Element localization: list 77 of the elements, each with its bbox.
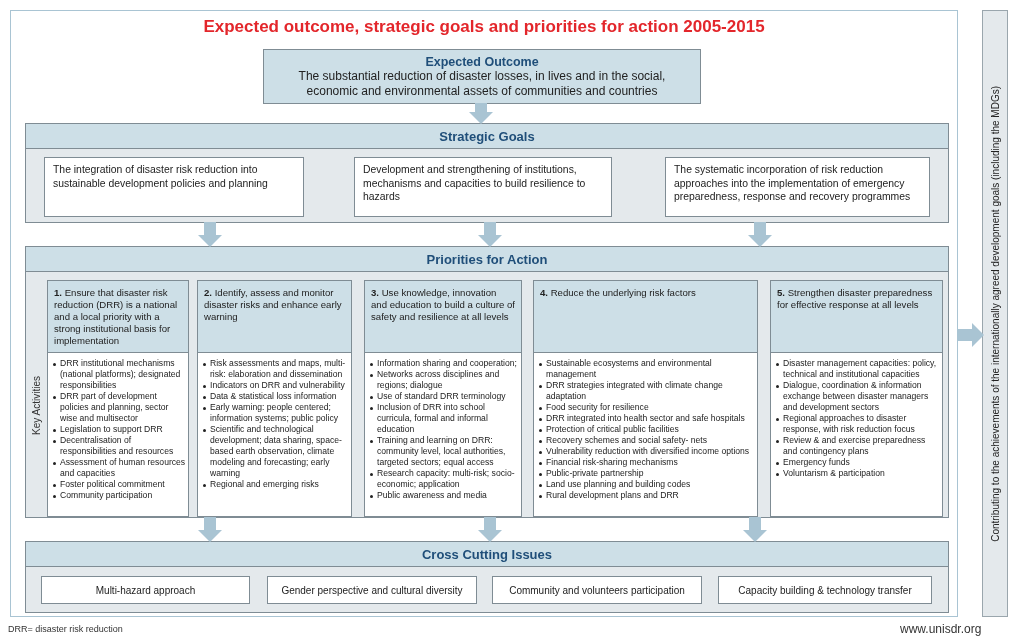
- section-panel: [25, 246, 949, 518]
- bullet-item: Sustainable ecosystems and environmental management: [546, 358, 713, 380]
- bullet-item: Regional approaches to disaster response, with risk reduction focus: [783, 413, 916, 435]
- bullet-item: DRR integrated into health sector and safe hospitals: [546, 413, 745, 424]
- issue-box: Capacity building & technology transfer: [718, 576, 932, 604]
- priority-box: [197, 280, 352, 517]
- block-arrow: [748, 222, 772, 247]
- block-arrow: [469, 103, 493, 124]
- side-text: Contributing to the achievements of the internationally agreed development goals (including the MDGs): [989, 85, 1001, 542]
- web-address: www.unisdr.org: [900, 622, 982, 636]
- goal-box: The integration of disaster risk reduction into sustainable development policies and planning: [44, 157, 304, 217]
- block-arrow: [478, 517, 502, 542]
- bullet-item: Land use planning and building codes: [546, 479, 691, 490]
- block-arrow: [743, 517, 767, 542]
- bullet-item: DRR institutional mechanisms (national platforms); designated responsibilities: [60, 358, 182, 391]
- section-panel: [25, 123, 949, 223]
- block-arrow: [478, 222, 502, 247]
- bullet-item: Use of standard DRR terminology: [377, 391, 506, 402]
- bullet-item: Vulnerability reduction with diversified income options: [546, 446, 750, 457]
- bullet-item: Research capacity: multi-risk; socio-economic; application: [377, 468, 516, 490]
- bullet-item: Dialogue, coordination & information exchange between disaster managers and development sectors: [783, 380, 930, 413]
- bullet-item: Financial risk-sharing mechanisms: [546, 457, 678, 468]
- priority-box: [364, 280, 522, 517]
- bullet-item: Early warning: people centered; information systems; public policy: [210, 402, 339, 424]
- bullet-item: Food security for resilience: [546, 402, 649, 413]
- bullet-item: Regional and emerging risks: [210, 479, 319, 490]
- section-header: Cross Cutting Issues: [26, 542, 948, 567]
- bullet-item: Indicators on DRR and vulnerability: [210, 380, 345, 391]
- issue-box: Multi-hazard approach: [41, 576, 250, 604]
- goal-box: Development and strengthening of institutions, mechanisms and capacities to build resilience to hazards: [354, 157, 612, 217]
- section-header: Strategic Goals: [26, 124, 948, 149]
- block-arrow: [958, 323, 984, 347]
- section-panel: [25, 541, 949, 613]
- outer-frame: [10, 10, 958, 617]
- bullet-item: Recovery schemes and social safety- nets: [546, 435, 707, 446]
- bullet-item: Review & and exercise preparedness and contingency plans: [783, 435, 927, 457]
- bullet-item: DRR part of development policies and planning, sector wise and multisector: [60, 391, 170, 424]
- bullet-item: DRR strategies integrated with climate change adaptation: [546, 380, 724, 402]
- priority-box: [47, 280, 189, 517]
- bullet-item: Information sharing and cooperation;: [377, 358, 517, 369]
- goal-box: The systematic incorporation of risk reduction approaches into the implementation of emergency preparedness, response and recovery programmes: [665, 157, 930, 217]
- priority-heading: 3. Use knowledge, innovation and education to build a culture of safety and resilience at all levels: [365, 281, 521, 353]
- bullet-item: Disaster management capacities: policy, technical and institutional capacities: [783, 358, 938, 380]
- bullet-item: Risk assessments and maps, multi-risk: elaboration and dissemination: [210, 358, 347, 380]
- priority-heading: 1. Ensure that disaster risk reduction (DRR) is a national and a local priority with a strong institutional basis for implementation: [48, 281, 188, 353]
- bullet-item: Public awareness and media: [377, 490, 487, 501]
- section-header: Priorities for Action: [26, 247, 948, 272]
- priority-heading: 5. Strengthen disaster preparedness for effective response at all levels: [771, 281, 942, 353]
- bullet-item: Data & statistical loss information: [210, 391, 337, 402]
- block-arrow: [198, 222, 222, 247]
- bullet-item: Networks across disciplines and regions; dialogue: [377, 369, 501, 391]
- bullet-item: Decentralisation of responsibilities and resources: [60, 435, 175, 457]
- bullet-item: Voluntarism & participation: [783, 468, 885, 479]
- bullet-item: Community participation: [60, 490, 153, 501]
- bullet-item: Public-private partnership: [546, 468, 644, 479]
- priority-heading: 2. Identify, assess and monitor disaster risks and enhance early warning: [198, 281, 351, 353]
- bullet-item: Emergency funds: [783, 457, 850, 468]
- bullet-item: Rural development plans and DRR: [546, 490, 679, 501]
- side-panel: [982, 10, 1008, 617]
- bullet-item: Legislation to support DRR: [60, 424, 163, 435]
- frame-heading: Expected outcome, strategic goals and priorities for action 2005-2015: [202, 17, 766, 37]
- bullet-item: Scientific and technological development; data sharing, space-based earth observation, climate modeling and forecasting; early warning: [210, 424, 343, 479]
- box-heading: Expected Outcome: [425, 54, 539, 69]
- issue-box: Gender perspective and cultural diversity: [267, 576, 477, 604]
- bullet-item: Foster political commitment: [60, 479, 165, 490]
- bullet-item: Training and learning on DRR: community level, local authorities, targeted sectors; equal access: [377, 435, 507, 468]
- priority-box: [770, 280, 943, 517]
- issue-box: Community and volunteers participation: [492, 576, 702, 604]
- block-arrow: [198, 517, 222, 542]
- bullet-item: Inclusion of DRR into school curricula, formal and informal education: [377, 402, 489, 435]
- bullet-item: Assessment of human resources and capacities: [60, 457, 186, 479]
- bullet-item: Protection of critical public facilities: [546, 424, 679, 435]
- outcome-box: [263, 49, 701, 104]
- footnote: DRR= disaster risk reduction: [8, 624, 123, 634]
- priority-box: [533, 280, 758, 517]
- priority-heading: 4. Reduce the underlying risk factors: [534, 281, 757, 353]
- box-text: The substantial reduction of disaster losses, in lives and in the social, economic and environmental assets of communities and countries: [297, 68, 667, 99]
